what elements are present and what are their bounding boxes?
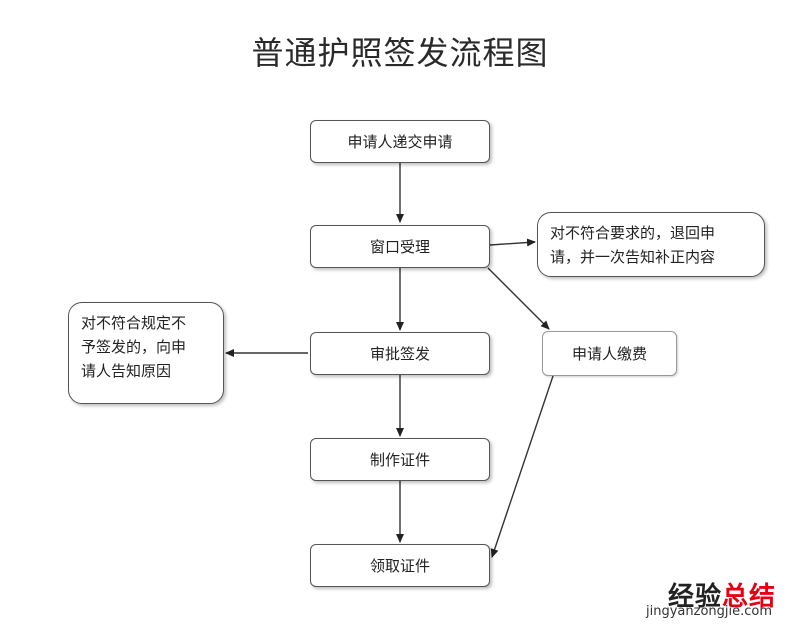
watermark-logo: 经验总结	[668, 576, 776, 613]
note-reject-review-line3: 请人告知原因	[81, 362, 172, 380]
arrow-window-to-pay	[487, 267, 550, 330]
node-submit: 申请人递交申请	[310, 120, 490, 163]
node-pay: 申请人缴费	[542, 331, 677, 376]
node-window: 窗口受理	[310, 225, 490, 268]
arrow-window-to-reject-note	[489, 238, 536, 247]
watermark-text-part1: 经验	[668, 582, 723, 612]
watermark-text-part2: 总结	[722, 582, 777, 612]
note-reject-window: 对不符合要求的，退回申 请，并一次告知补正内容	[537, 212, 765, 277]
note-reject-review-line2: 予签发的，向申	[81, 338, 187, 356]
page-title: 普通护照签发流程图	[251, 34, 549, 72]
note-reject-review: 对不符合规定不 予签发的，向申 请人告知原因	[68, 302, 224, 404]
watermark-url: jingyanzongjie.com	[646, 604, 773, 619]
note-reject-window-line2: 请，并一次告知补正内容	[550, 248, 716, 266]
node-review: 审批签发	[310, 332, 490, 375]
note-reject-window-line1: 对不符合要求的，退回申	[550, 224, 716, 242]
note-reject-review-line1: 对不符合规定不	[81, 314, 187, 332]
arrow-pay-to-collect	[490, 375, 554, 558]
node-make: 制作证件	[310, 438, 490, 481]
node-collect: 领取证件	[310, 544, 490, 587]
